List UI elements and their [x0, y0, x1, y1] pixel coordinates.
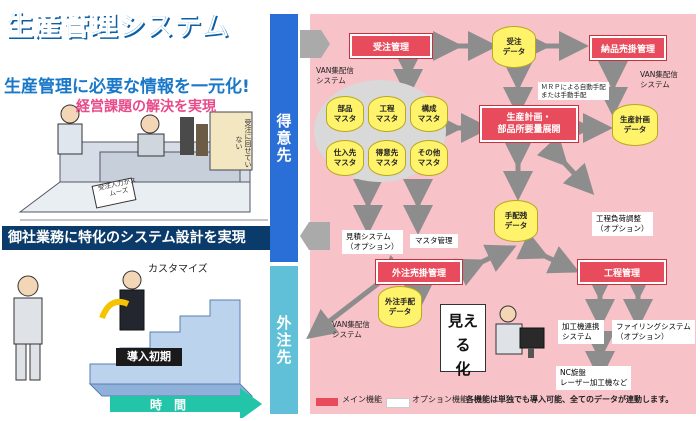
subcon-data-l1: 外注手配	[385, 297, 415, 306]
plan-data-cylinder: 生産計画 データ	[612, 104, 658, 146]
delivery-management-box[interactable]: 納品売掛管理	[589, 35, 667, 61]
subcontract-data-cylinder: 外注手配 データ	[378, 286, 422, 328]
van-delivery-label: VAN集配信 システム	[640, 70, 678, 90]
van-customer-l1: VAN集配信	[316, 66, 354, 75]
master-parts-l2: マスタ	[333, 114, 357, 123]
legend-note: 各機能は単独でも導入可能、全てのデータが連動します。	[466, 395, 674, 404]
master-parts: 部品 マスタ	[326, 96, 364, 132]
filing-system-box[interactable]: ファイリングシステム （オプション）	[612, 320, 695, 344]
master-other: その他 マスタ	[410, 140, 448, 176]
process-management-box[interactable]: 工程管理	[577, 259, 667, 285]
production-plan-box[interactable]: 生産計画・ 部品所要量展開	[479, 105, 579, 143]
visible-l1: 見える	[447, 312, 478, 354]
operator-illustration	[495, 305, 545, 358]
van-customer-l2: システム	[316, 76, 346, 85]
order-data-l2: データ	[502, 47, 526, 56]
master-customer-l1: 得意先	[375, 148, 399, 157]
plan-label-1: 生産計画・	[506, 113, 552, 123]
nc-l1: NC旋盤	[560, 368, 586, 377]
filing-l2: （オプション）	[616, 332, 669, 341]
van-delivery-l2: システム	[640, 80, 670, 89]
master-supplier-l1: 仕入先	[333, 148, 357, 157]
subheadline: 経営課題の解決を実現	[76, 99, 216, 115]
plan-label-2: 部品所要量展開	[497, 125, 561, 135]
customize-label: カスタマイズ	[148, 264, 208, 275]
mrp-note: ＭＲＰによる自動手配 または手動手配	[538, 82, 609, 100]
order-data-l1: 受注	[506, 37, 522, 46]
page-title: 生産管理システム	[5, 11, 230, 43]
mrp-note-l2: または手動手配	[541, 91, 587, 99]
load-l1: 工程負荷調整	[596, 214, 641, 223]
visualization-sign: 見える 化	[440, 304, 486, 378]
master-process-l1: 工程	[379, 104, 395, 113]
master-process-l2: マスタ	[375, 114, 399, 123]
estimate-l2: （オプション）	[346, 242, 399, 251]
van-delivery-l1: VAN集配信	[640, 70, 678, 79]
master-other-l2: マスタ	[417, 158, 441, 167]
legend-option-swatch	[386, 398, 410, 408]
stairs-illustration	[0, 256, 268, 418]
filing-l1: ファイリングシステム	[616, 322, 691, 331]
master-management-box[interactable]: マスタ管理	[410, 234, 458, 248]
master-process: 工程 マスタ	[368, 96, 406, 132]
machine-link-box[interactable]: 加工機連携 システム	[558, 320, 604, 344]
supplier-bar: 外注先	[270, 266, 298, 414]
subcon-data-l2: データ	[388, 307, 412, 316]
master-customer-l2: マスタ	[375, 158, 399, 167]
nc-machine-box: NC旋盤 レーザー加工機など	[556, 366, 632, 390]
nc-l2: レーザー加工機など	[560, 378, 628, 387]
load-adjust-box[interactable]: 工程負荷調整 （オプション）	[592, 212, 653, 236]
legend-main-label: メイン機能	[342, 395, 382, 404]
master-parts-l1: 部品	[337, 104, 353, 113]
order-rem-l2: データ	[504, 221, 528, 230]
master-structure: 構成 マスタ	[410, 96, 448, 132]
master-supplier: 仕入先 マスタ	[326, 140, 364, 176]
master-supplier-l2: マスタ	[333, 158, 357, 167]
customization-banner: 御社業務に特化のシステム設計を実現	[2, 226, 276, 250]
link-l1: 加工機連携	[562, 322, 600, 331]
estimate-l1: 見積システム	[346, 232, 391, 241]
van-subcon-l2: システム	[332, 330, 362, 339]
subcontract-management-box[interactable]: 外注売掛管理	[375, 259, 463, 285]
link-l2: システム	[562, 332, 592, 341]
plan-data-l2: データ	[623, 125, 647, 134]
visible-l2: 化	[455, 360, 471, 378]
diagram-arrows	[306, 31, 653, 381]
office-illustration	[0, 62, 268, 222]
order-rem-l1: 手配残	[504, 211, 528, 220]
legend-option-label: オプション機能	[412, 395, 468, 404]
intro-stage-label: 導入初期	[116, 348, 182, 366]
order-management-box[interactable]: 受注管理	[349, 33, 433, 59]
van-subcontract-label: VAN集配信 システム	[332, 320, 370, 340]
order-remaining-cylinder: 手配残 データ	[494, 200, 538, 242]
van-subcon-l1: VAN集配信	[332, 320, 370, 329]
van-customer-label: VAN集配信 システム	[316, 66, 354, 86]
sign-not-ordered: 受注に回せていない	[235, 118, 252, 168]
master-customer: 得意先 マスタ	[368, 140, 406, 176]
master-other-l1: その他	[417, 148, 441, 157]
legend-main-swatch	[316, 398, 338, 406]
master-structure-l2: マスタ	[417, 114, 441, 123]
load-l2: （オプション）	[596, 224, 649, 233]
master-structure-l1: 構成	[421, 104, 437, 113]
headline: 生産管理に必要な情報を一元化!	[4, 77, 250, 97]
order-data-cylinder: 受注 データ	[492, 26, 536, 68]
estimate-system-box[interactable]: 見積システム （オプション）	[342, 230, 403, 254]
customer-bar: 得意先	[270, 14, 298, 262]
mrp-note-l1: ＭＲＰによる自動手配	[541, 83, 606, 91]
time-label: 時 間	[150, 398, 187, 412]
plan-data-l1: 生産計画	[620, 115, 650, 124]
